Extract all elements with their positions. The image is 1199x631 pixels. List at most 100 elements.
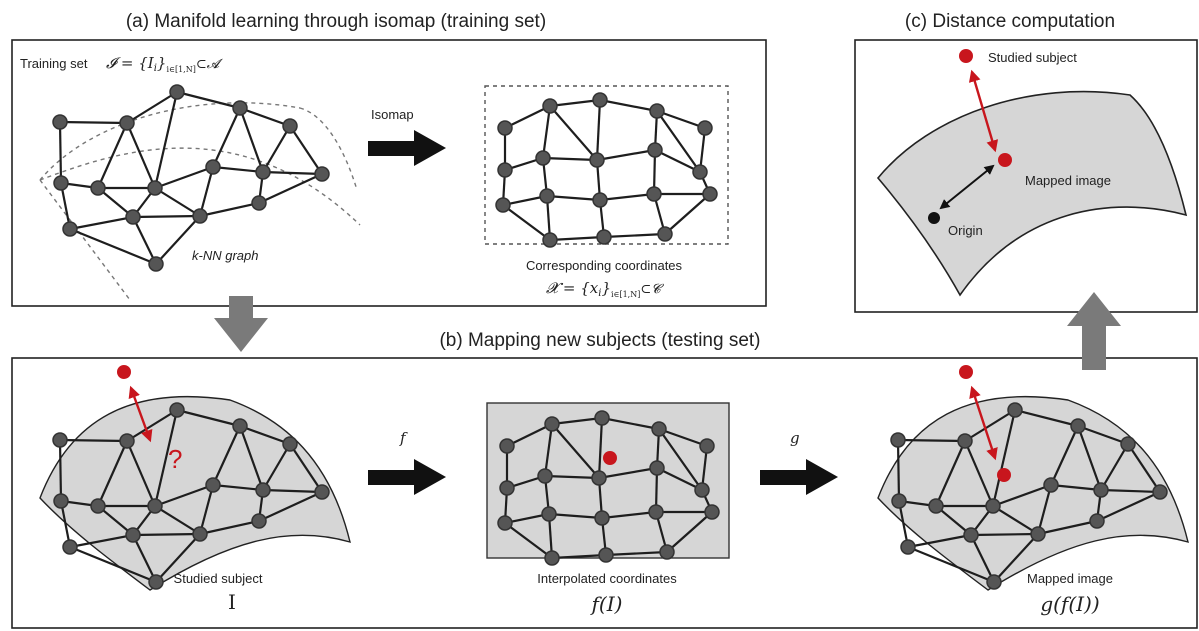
- graph-edge: [198, 166, 215, 217]
- graph-edge: [1077, 424, 1129, 446]
- new-subject-point: [117, 365, 131, 379]
- graph-edge: [658, 427, 708, 448]
- graph-edge: [154, 483, 214, 508]
- graph-edge: [506, 423, 553, 447]
- interpolated-label: Interpolated coordinates: [537, 571, 677, 586]
- f-arrow-icon: [368, 459, 446, 495]
- origin-distance-arrow: [939, 164, 995, 210]
- graph-node: [535, 150, 551, 166]
- graph-node: [497, 162, 513, 178]
- graph-edge: [992, 483, 1052, 508]
- graph-edge: [154, 505, 201, 535]
- graph-edge: [59, 438, 128, 443]
- graph-edge: [1100, 443, 1129, 491]
- manifold-surface-right: [877, 396, 1189, 591]
- graph-edge: [601, 510, 657, 520]
- graph-node: [62, 221, 78, 237]
- graph-edge: [549, 105, 598, 161]
- graph-edge: [153, 409, 179, 507]
- graph-edge: [212, 165, 264, 174]
- graph-edge: [132, 214, 201, 219]
- graph-edge: [289, 125, 323, 175]
- graph-edge: [59, 120, 128, 125]
- graph-edge: [238, 425, 265, 491]
- graph-edge: [666, 511, 713, 553]
- knn-graph: [52, 84, 330, 272]
- graph-node: [148, 574, 164, 590]
- graph-edge: [543, 423, 554, 477]
- graph-edge: [1050, 483, 1102, 492]
- graph-edge: [154, 187, 201, 217]
- graph-node: [232, 418, 248, 434]
- isomap-arrow-icon: [368, 130, 446, 166]
- graph-node: [1120, 436, 1136, 452]
- graph-edge: [993, 533, 1039, 583]
- graph-edge: [1049, 425, 1080, 486]
- graph-edge: [1036, 484, 1053, 535]
- graph-edge: [596, 148, 656, 162]
- graph-node: [53, 493, 69, 509]
- graph-edge: [96, 122, 129, 189]
- panel-c-frame: [854, 39, 1198, 313]
- panel-c-title: (c) Distance computation: [905, 11, 1115, 32]
- graph-node: [649, 103, 665, 119]
- graph-edge: [664, 193, 711, 235]
- graph-node: [314, 166, 330, 182]
- panel-a-frame: [11, 39, 767, 307]
- graph-node: [52, 114, 68, 130]
- question-mark: ?: [168, 444, 182, 474]
- graph-node: [148, 256, 164, 272]
- graph-edge: [199, 201, 260, 218]
- graph-edge: [597, 417, 604, 479]
- graph-node: [699, 438, 715, 454]
- graph-node: [697, 120, 713, 136]
- graph-node: [651, 421, 667, 437]
- coordinates-graph: [495, 92, 718, 248]
- graph-node: [147, 498, 163, 514]
- graph-edge: [599, 98, 658, 113]
- graph-node: [251, 195, 267, 211]
- panel-b-title: (b) Mapping new subjects (testing set): [439, 330, 760, 351]
- f-label: f: [399, 429, 408, 447]
- graph-node: [928, 498, 944, 514]
- panel-b-frame: [11, 357, 1198, 629]
- graph-node: [192, 208, 208, 224]
- graph-node: [1089, 513, 1105, 529]
- isomap-label: Isomap: [371, 107, 414, 122]
- graph-edge: [992, 505, 1039, 535]
- studied-subject-label-b: Studied subject: [174, 571, 263, 586]
- graph-node: [985, 498, 1001, 514]
- graph-node: [963, 527, 979, 543]
- graph-node: [1152, 484, 1168, 500]
- graph-node: [1030, 526, 1046, 542]
- graph-edge: [211, 425, 242, 486]
- graph-edge: [238, 107, 265, 173]
- graph-node: [119, 115, 135, 131]
- graph-node: [282, 436, 298, 452]
- graph-edge: [212, 483, 264, 492]
- graph-edge: [96, 440, 129, 507]
- graph-edge: [258, 173, 323, 204]
- graph-edge: [551, 553, 607, 560]
- interpolated-box: [486, 402, 730, 559]
- graph-node: [542, 98, 558, 114]
- graph-node: [232, 100, 248, 116]
- graph-edge: [656, 110, 701, 173]
- graph-edge: [1037, 519, 1098, 536]
- graph-edge: [656, 467, 703, 491]
- graph-edge: [125, 440, 157, 507]
- graph-node: [192, 526, 208, 542]
- mapped-image-label-b: Mapped image: [1027, 571, 1113, 586]
- graph-edge: [155, 533, 201, 583]
- graph-node: [251, 513, 267, 529]
- graph-node: [205, 159, 221, 175]
- graph-node: [591, 470, 607, 486]
- graph-node: [657, 226, 673, 242]
- graph-node: [544, 550, 560, 566]
- graph-edge: [896, 439, 901, 502]
- mapped-image-point: [998, 153, 1012, 167]
- graph-edge: [59, 182, 72, 230]
- graph-node: [598, 547, 614, 563]
- graph-edge: [153, 91, 179, 189]
- graph-edge: [262, 125, 291, 173]
